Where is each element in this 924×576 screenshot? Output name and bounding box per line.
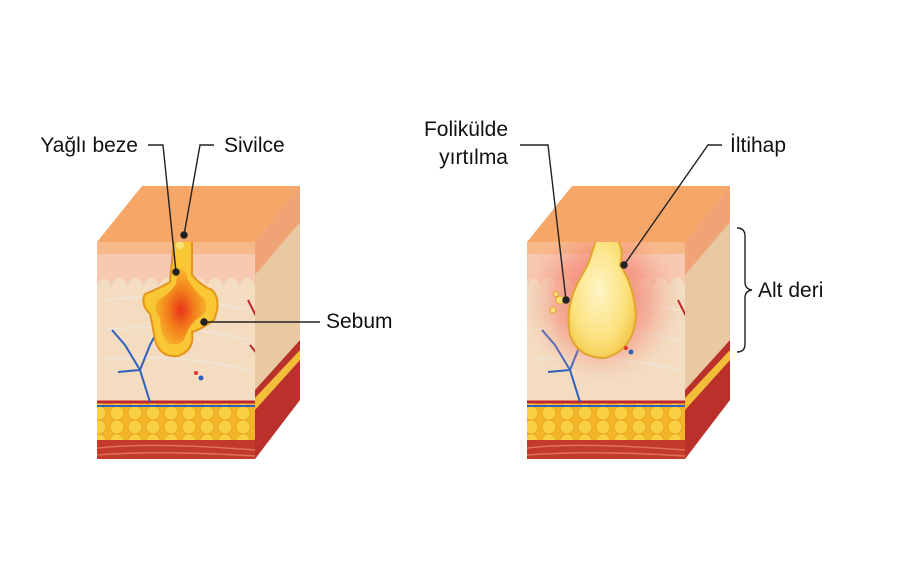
epidermis-top: [97, 186, 300, 242]
epidermis-top: [527, 186, 730, 242]
vein-icon: [111, 329, 159, 403]
label-pimple: Sivilce: [224, 134, 285, 157]
leader-follicle-rupture: [520, 144, 567, 301]
label-sebaceous-gland: Yağlı beze: [40, 134, 138, 157]
fat-layer: [527, 402, 685, 440]
muscle-layer: [527, 440, 685, 459]
leader-lines-right: [520, 144, 753, 353]
skin-block-right: [527, 186, 730, 459]
leader-sebaceous-gland: [148, 144, 177, 273]
leader-lines-left: [148, 144, 320, 326]
label-follicle-rupture-line1: Folikülde: [423, 118, 508, 141]
label-sebum: Sebum: [326, 310, 393, 333]
label-follicle-rupture-line2: yırtılma: [439, 146, 508, 169]
cyst-shape: [567, 242, 638, 360]
fat-layer: [97, 402, 255, 440]
label-inflammation: İltihap: [730, 134, 787, 157]
leader-pimple: [183, 144, 214, 236]
leader-inflammation: [623, 144, 722, 266]
subcutaneous-bracket: [736, 227, 753, 353]
muscle-layer: [97, 440, 255, 459]
artery-icon: [677, 299, 685, 317]
label-subcutaneous: Alt deri: [758, 279, 824, 302]
